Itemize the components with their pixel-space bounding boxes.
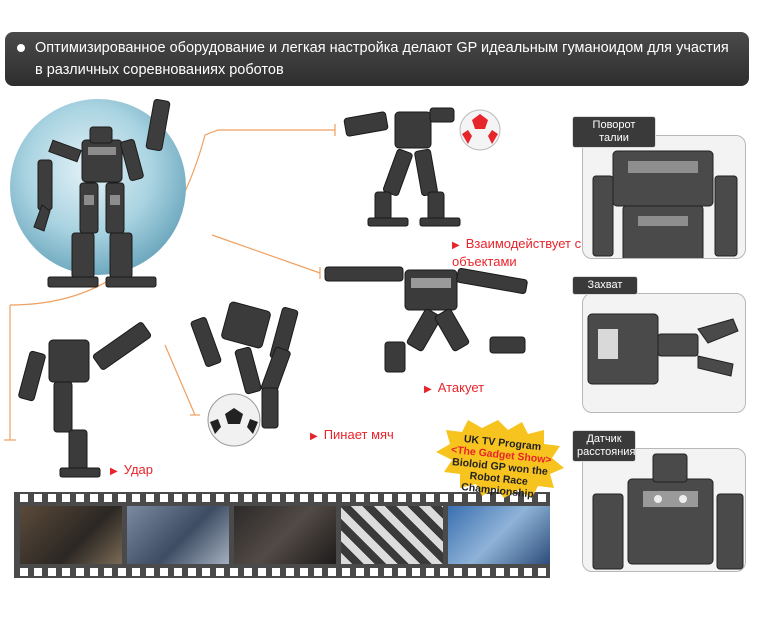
triangle-arrow-icon: ▶ <box>452 240 460 251</box>
interact-label: ▶Взаимодействует с объектами <box>452 236 582 269</box>
award-badge-text: UK TV Program <The Gadget Show> Bioloid … <box>450 433 553 501</box>
feature-tag-sensor: Датчик расстояния <box>572 430 636 462</box>
interact-robot-image <box>343 107 501 227</box>
tv-show-film-strip <box>14 492 550 578</box>
banner-text: Оптимизированное оборудование и легкая н… <box>35 40 729 78</box>
attack-label: ▶Атакует <box>424 380 485 395</box>
video-thumbnail <box>448 506 550 564</box>
main-robot-image <box>10 98 186 288</box>
feature-tag-waist: Поворот талии <box>572 116 656 148</box>
award-badge <box>436 420 564 498</box>
kick-ball-label: ▶Пинает мяч <box>310 427 394 442</box>
video-thumbnail <box>127 506 229 564</box>
waist-rotation-photo <box>582 135 746 259</box>
grip-photo <box>582 293 746 413</box>
triangle-arrow-icon: ▶ <box>110 466 118 477</box>
feature-tag-grip: Захват <box>572 276 638 295</box>
triangle-arrow-icon: ▶ <box>310 431 318 442</box>
strike-label: ▶Удар <box>110 462 153 477</box>
bullet-icon <box>17 44 25 52</box>
video-thumbnail <box>341 506 443 564</box>
strike-robot-image <box>18 322 152 478</box>
distance-sensor-photo <box>582 448 746 572</box>
video-thumbnail <box>20 506 122 564</box>
intro-banner: Оптимизированное оборудование и легкая н… <box>5 32 749 86</box>
attack-robot-image <box>324 266 528 373</box>
video-thumbnail <box>234 506 336 564</box>
kick-ball-robot-image <box>190 301 299 447</box>
triangle-arrow-icon: ▶ <box>424 384 432 395</box>
